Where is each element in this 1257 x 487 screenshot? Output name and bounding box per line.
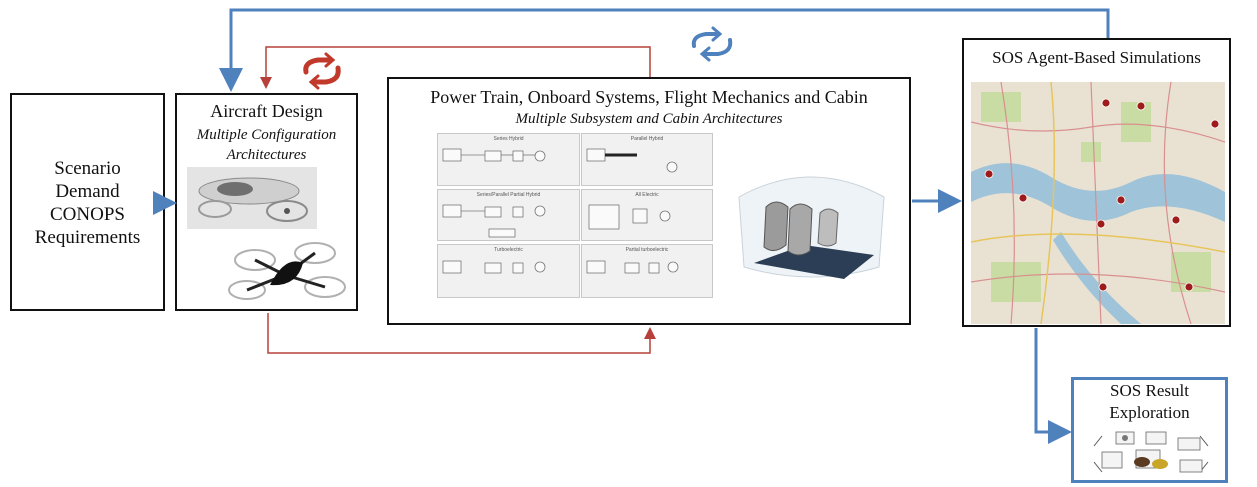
city-map [971, 82, 1225, 324]
aircraft-design-box: Aircraft Design Multiple Configuration A… [175, 93, 358, 311]
architecture-diagram-title: Turboelectric [494, 247, 523, 253]
sos-result-title-line: SOS Result [1110, 381, 1189, 400]
architecture-diagram-title: Series Hybrid [493, 136, 524, 142]
scenario-line: Requirements [34, 227, 141, 248]
aircraft-image-2 [228, 242, 346, 300]
scenario-text: Scenario Demand CONOPS Requirements [12, 157, 163, 249]
aircraft-image-1 [187, 167, 317, 229]
scenario-line: Scenario [54, 158, 121, 179]
result-exploration-icons [1093, 431, 1209, 473]
architecture-diagram-title: Parallel Hybrid [630, 136, 664, 142]
sos-result-title: SOS Result Exploration [1074, 380, 1225, 424]
sos-result-title-line: Exploration [1109, 403, 1190, 422]
subsystem-subtitle: Multiple Subsystem and Cabin Architectur… [515, 111, 783, 127]
architecture-diagram-title: Series/Parallel Partial Hybrid [476, 192, 541, 198]
sos-simulation-title: SOS Agent-Based Simulations [992, 48, 1201, 67]
scenario-line: CONOPS [50, 204, 125, 225]
sos-simulation-box: SOS Agent-Based Simulations [962, 38, 1231, 327]
subsystem-title: Power Train, Onboard Systems, Flight Mec… [430, 87, 868, 107]
aircraft-design-subtitle: Multiple Configuration Architectures [177, 125, 356, 165]
aircraft-design-subtitle-line: Architectures [226, 147, 307, 163]
aircraft-design-title: Aircraft Design [210, 101, 323, 121]
cabin-image [738, 176, 885, 279]
scenario-line: Demand [55, 181, 120, 202]
architecture-diagram-title: Partial turboelectric [625, 247, 669, 253]
aircraft-design-subtitle-line: Multiple Configuration [196, 127, 337, 143]
architecture-diagram-title: All Electric [635, 192, 659, 198]
subsystem-box: Power Train, Onboard Systems, Flight Mec… [387, 77, 911, 325]
red-cycle-icon [303, 52, 341, 90]
blue-cycle-icon [691, 26, 733, 62]
sos-result-box: SOS Result Exploration [1071, 377, 1228, 483]
arrow-sim-to-result [1034, 328, 1072, 444]
architecture-schematics [442, 148, 679, 274]
architecture-diagram: Series Hybrid [437, 133, 580, 186]
scenario-box: Scenario Demand CONOPS Requirements [10, 93, 165, 311]
